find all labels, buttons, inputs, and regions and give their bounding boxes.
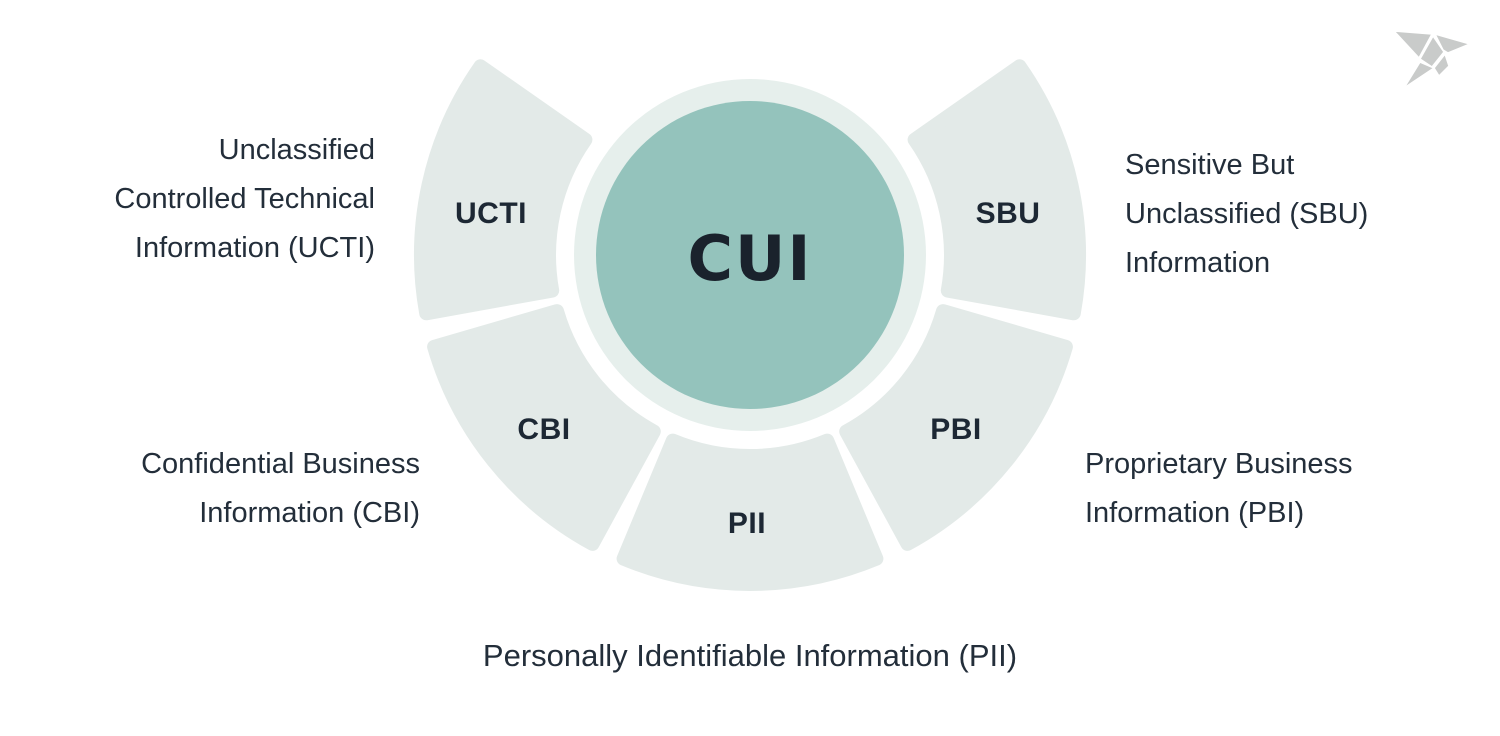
segment-sbu [907, 59, 1087, 321]
desc-pii: Personally Identifiable Information (PII… [0, 631, 1500, 680]
desc-line: Information (UCTI) [134, 232, 375, 264]
desc-line: Information (PBI) [1085, 497, 1305, 529]
segment-ucti [413, 59, 593, 321]
segment-label-sbu: SBU [976, 197, 1041, 230]
center-circle [596, 101, 904, 409]
segment-label-pii: PII [728, 507, 766, 540]
desc-line: Sensitive But [1125, 149, 1295, 181]
segment-label-pbi: PBI [930, 413, 982, 446]
desc-pbi: Proprietary Business Information (PBI) [1085, 440, 1353, 538]
segment-label-cbi: CBI [517, 413, 570, 446]
desc-sbu: Sensitive But Unclassified (SBU) Informa… [1125, 141, 1368, 288]
desc-ucti: Unclassified Controlled Technical Inform… [114, 126, 375, 273]
desc-line: Controlled Technical [114, 183, 375, 215]
desc-line: Information (CBI) [199, 497, 420, 529]
desc-cbi: Confidential Business Information (CBI) [141, 440, 420, 538]
segment-cbi [427, 304, 661, 551]
desc-line: Personally Identifiable Information (PII… [482, 638, 1018, 673]
center-label: CUI [688, 222, 813, 295]
desc-line: Unclassified [218, 134, 375, 166]
origami-bird-icon [1393, 30, 1471, 89]
desc-line: Information [1125, 247, 1271, 279]
desc-line: Unclassified (SBU) [1125, 198, 1369, 230]
ring-segments [413, 59, 1087, 591]
segment-label-ucti: UCTI [455, 197, 527, 230]
desc-line: Confidential Business [141, 448, 420, 480]
segment-pbi [839, 304, 1073, 551]
desc-line: Proprietary Business [1085, 448, 1353, 480]
segment-pii [616, 433, 884, 591]
